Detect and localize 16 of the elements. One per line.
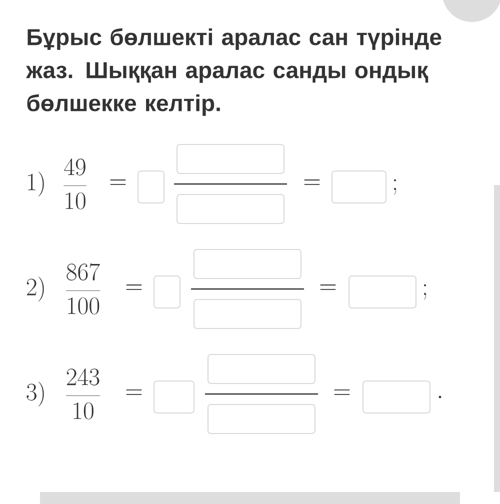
- punctuation: $;$: [394, 179, 396, 195]
- title: Бұрыс бөлшекті аралас сан түрінде жаз. Шыққан аралас санды ондық бөлшекке келтір.: [26, 28, 442, 116]
- fraction: $\frac{49}{10}$: [64, 158, 86, 210]
- item-number: $3)$: [26, 382, 44, 406]
- fraction: $\frac{867}{100}$: [66, 263, 100, 314]
- item-number: $1)$: [28, 172, 44, 196]
- equals-sign: $=$: [320, 284, 336, 290]
- equals-sign: $=$: [126, 390, 142, 395]
- equals-sign: $=$: [126, 284, 142, 290]
- equals-sign: $=$: [304, 180, 320, 185]
- item-number: $2)$: [26, 276, 44, 302]
- equals-sign: $=$: [334, 390, 350, 395]
- punctuation: $;$: [424, 284, 426, 300]
- punctuation: $.$: [438, 396, 442, 398]
- equals-sign: $=$: [110, 180, 126, 185]
- fraction: $\frac{243}{10}$: [66, 368, 100, 420]
